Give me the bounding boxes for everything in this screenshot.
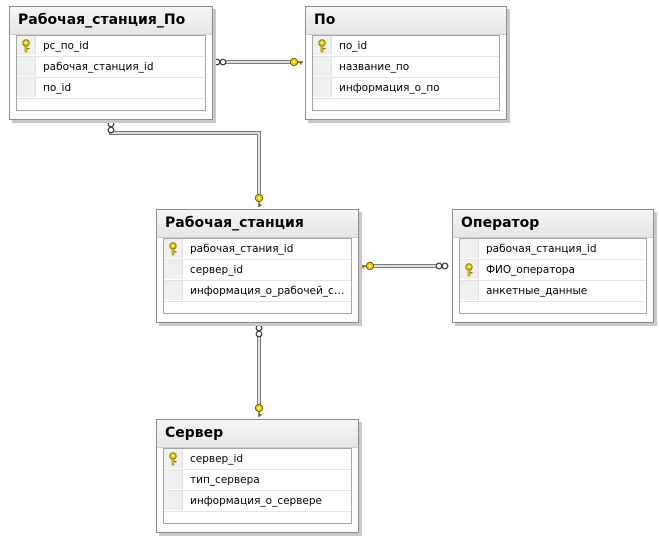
column-row[interactable]: ФИО_оператора bbox=[460, 260, 646, 281]
column-row[interactable]: рабочая_станция_id bbox=[460, 239, 646, 260]
column-list: pc_по_id рабочая_станция_id по_id bbox=[16, 35, 206, 111]
column-row[interactable]: информация_о_по bbox=[313, 78, 499, 99]
row-selector bbox=[17, 57, 36, 76]
column-list: рабочая_стания_id сервер_id информация_о… bbox=[163, 238, 352, 314]
column-row[interactable]: информация_о_сервере bbox=[164, 491, 351, 512]
row-selector bbox=[460, 281, 479, 300]
key-endpoint-icon bbox=[254, 403, 264, 417]
row-selector bbox=[460, 239, 479, 258]
infinity-endpoint-icon bbox=[213, 58, 227, 66]
key-icon bbox=[318, 39, 326, 53]
column-row[interactable]: информация_о_рабочей_ст... bbox=[164, 281, 351, 302]
table-title: Оператор bbox=[453, 210, 653, 238]
relationship-line[interactable] bbox=[109, 129, 261, 194]
column-row[interactable]: pc_по_id bbox=[17, 36, 205, 57]
key-icon bbox=[22, 39, 30, 53]
table-title: Сервер bbox=[157, 420, 358, 448]
row-selector bbox=[313, 57, 332, 76]
table-operator[interactable]: Оператор рабочая_станция_id ФИО_оператор… bbox=[452, 209, 654, 323]
column-name: рабочая_стания_id bbox=[190, 243, 294, 255]
column-name: по_id bbox=[339, 40, 368, 52]
table-workstation[interactable]: Рабочая_станция рабочая_стания_id сервер… bbox=[156, 209, 359, 323]
column-row[interactable]: рабочая_станция_id bbox=[17, 57, 205, 78]
column-name: информация_о_рабочей_ст... bbox=[190, 285, 347, 297]
key-endpoint-icon bbox=[254, 193, 264, 207]
row-selector bbox=[313, 78, 332, 97]
row-selector bbox=[164, 470, 183, 489]
column-row[interactable]: рабочая_стания_id bbox=[164, 239, 351, 260]
column-list: по_id название_по информация_о_по bbox=[312, 35, 500, 111]
column-row[interactable]: тип_сервера bbox=[164, 470, 351, 491]
column-name: рабочая_станция_id bbox=[486, 243, 597, 255]
key-endpoint-icon bbox=[289, 57, 303, 67]
column-name: тип_сервера bbox=[190, 474, 260, 486]
column-name: сервер_id bbox=[190, 453, 244, 465]
column-name: анкетные_данные bbox=[486, 285, 588, 297]
column-row[interactable]: анкетные_данные bbox=[460, 281, 646, 302]
column-row[interactable]: сервер_id bbox=[164, 260, 351, 281]
table-title: Рабочая_станция_По bbox=[10, 7, 212, 35]
column-name: pc_по_id bbox=[43, 40, 89, 52]
column-row[interactable]: название_по bbox=[313, 57, 499, 78]
key-endpoint-icon bbox=[361, 261, 375, 271]
column-name: рабочая_станция_id bbox=[43, 61, 154, 73]
column-name: информация_о_по bbox=[339, 82, 440, 94]
infinity-endpoint-icon bbox=[107, 120, 115, 134]
row-selector bbox=[17, 78, 36, 97]
row-selector bbox=[164, 260, 183, 279]
column-name: по_id bbox=[43, 82, 72, 94]
table-software[interactable]: По по_id название_по информация_о_по bbox=[305, 6, 507, 120]
key-icon bbox=[169, 242, 177, 256]
key-icon bbox=[465, 263, 473, 277]
column-name: сервер_id bbox=[190, 264, 244, 276]
column-name: название_по bbox=[339, 61, 410, 73]
column-list: сервер_id тип_сервера информация_о_серве… bbox=[163, 448, 352, 524]
table-server[interactable]: Сервер сервер_id тип_сервера информация_… bbox=[156, 419, 359, 533]
infinity-endpoint-icon bbox=[255, 324, 263, 338]
column-row[interactable]: по_id bbox=[17, 78, 205, 99]
column-name: информация_о_сервере bbox=[190, 495, 322, 507]
column-row[interactable]: по_id bbox=[313, 36, 499, 57]
table-workstation-software[interactable]: Рабочая_станция_По pc_по_id рабочая_стан… bbox=[9, 6, 213, 120]
row-selector bbox=[164, 281, 183, 300]
column-list: рабочая_станция_id ФИО_оператора анкетны… bbox=[459, 238, 647, 314]
table-title: Рабочая_станция bbox=[157, 210, 358, 238]
infinity-endpoint-icon bbox=[435, 262, 449, 270]
table-title: По bbox=[306, 7, 506, 35]
key-icon bbox=[169, 452, 177, 466]
column-row[interactable]: сервер_id bbox=[164, 449, 351, 470]
row-selector bbox=[164, 491, 183, 510]
column-name: ФИО_оператора bbox=[486, 264, 575, 276]
